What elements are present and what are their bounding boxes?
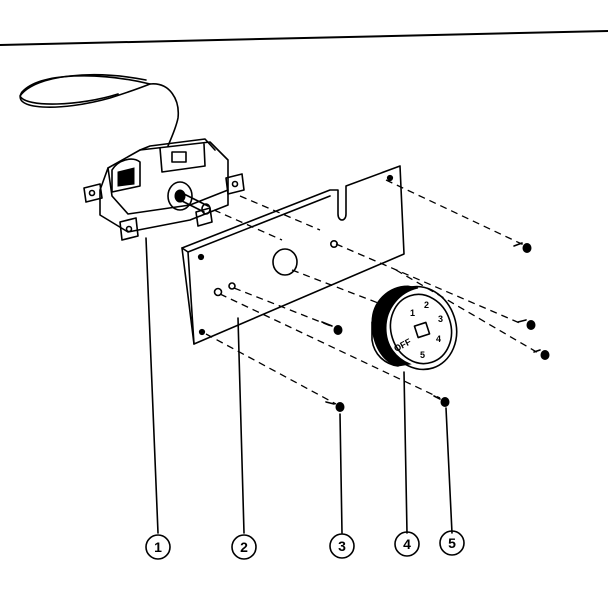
dial-mark-2: 2 xyxy=(424,300,429,310)
dial-mark-5: 5 xyxy=(420,350,425,360)
dial-mark-3: 3 xyxy=(438,314,443,324)
control-knob: OFF 1 2 3 4 5 xyxy=(371,285,458,371)
leader-lines xyxy=(145,237,453,534)
dial-mark-4: 4 xyxy=(436,334,441,344)
callout-3-label: 3 xyxy=(338,538,346,554)
screw-f xyxy=(433,395,450,407)
top-rule xyxy=(0,30,608,46)
screw-d xyxy=(321,321,343,335)
alignment-lines xyxy=(205,179,541,405)
callout-4: 4 xyxy=(394,531,420,557)
callout-1-label: 1 xyxy=(154,539,162,555)
callout-4-label: 4 xyxy=(403,536,411,552)
screw-c xyxy=(533,349,550,360)
screw-b xyxy=(517,319,536,330)
callout-5: 5 xyxy=(439,530,465,556)
callout-3: 3 xyxy=(329,533,355,559)
dial-off-label: OFF xyxy=(392,336,413,354)
callout-2: 2 xyxy=(231,534,257,560)
capillary-tube xyxy=(19,74,179,147)
callout-1: 1 xyxy=(145,534,171,560)
dial-mark-1: 1 xyxy=(410,308,415,318)
screw-a xyxy=(513,242,532,253)
callout-2-label: 2 xyxy=(240,539,248,555)
thermostat-control xyxy=(83,138,245,241)
mounting-plate xyxy=(181,165,405,345)
screw-e xyxy=(325,401,345,412)
callout-5-label: 5 xyxy=(448,535,456,551)
